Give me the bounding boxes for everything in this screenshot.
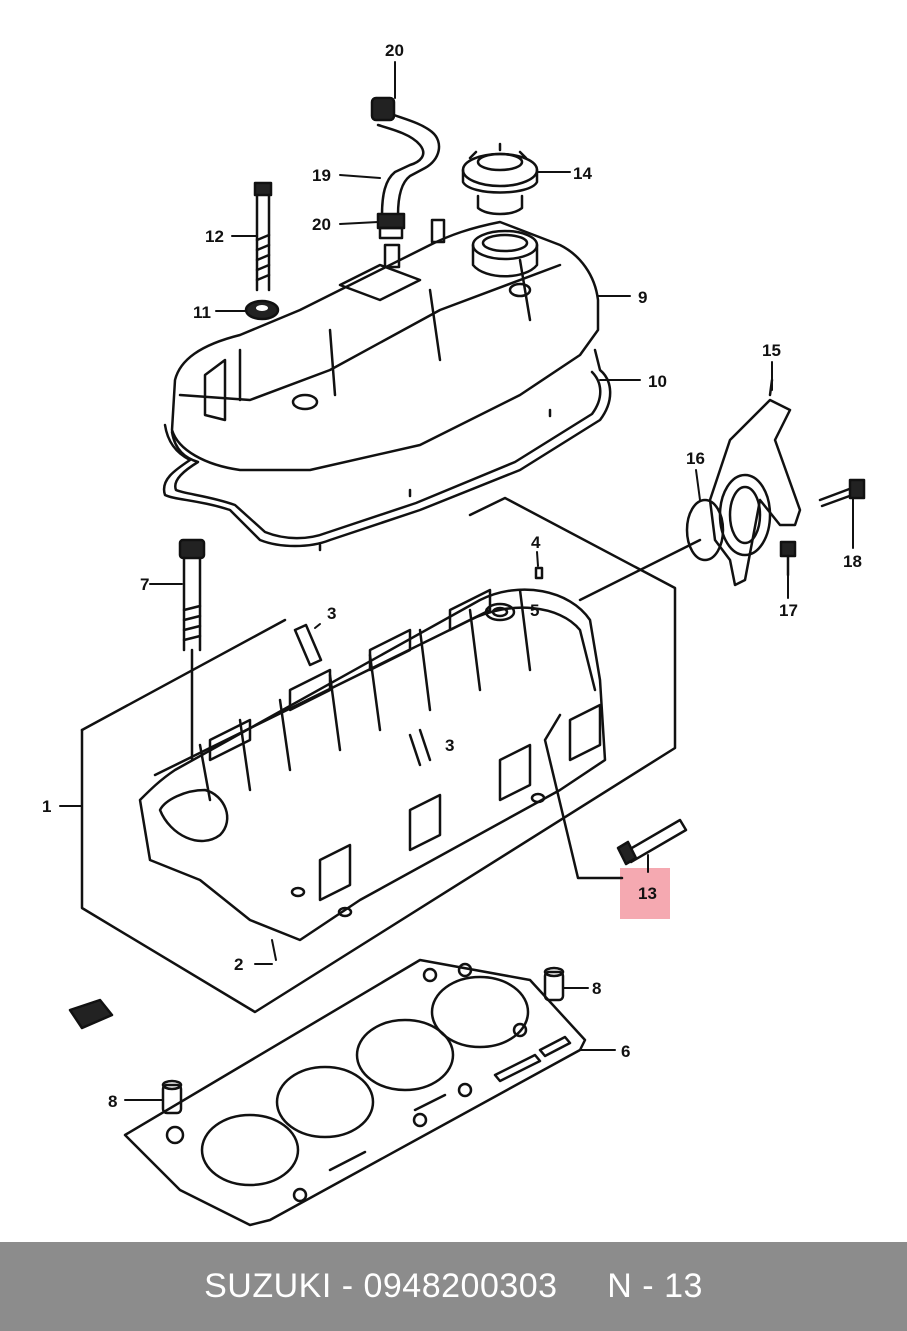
hose-clamp-bottom bbox=[376, 212, 406, 240]
bolt-17 bbox=[779, 540, 797, 577]
callout-14: 14 bbox=[573, 164, 592, 183]
part-number-caption: SUZUKI - 0948200303 N - 13 bbox=[204, 1267, 703, 1305]
callout-17: 17 bbox=[779, 601, 798, 620]
hose-clamp-top bbox=[370, 96, 396, 122]
callout-2: 2 bbox=[234, 955, 244, 974]
dowel-pin-right bbox=[543, 966, 565, 1002]
cylinder-head bbox=[138, 588, 607, 942]
callout-3-upper: 3 bbox=[327, 604, 337, 623]
callout-8-left: 8 bbox=[108, 1092, 118, 1111]
washer-11 bbox=[244, 299, 280, 321]
callout-4: 4 bbox=[531, 533, 541, 552]
plug-4 bbox=[534, 566, 544, 580]
callout-20-bottom: 20 bbox=[312, 215, 331, 234]
callout-16: 16 bbox=[686, 449, 705, 468]
cylinder-head-box bbox=[80, 496, 702, 1014]
exploded-view-drawing bbox=[59, 61, 866, 1227]
o-ring-16 bbox=[685, 498, 725, 562]
callout-3-lower: 3 bbox=[445, 736, 455, 755]
stud-upper bbox=[293, 623, 323, 667]
highlight-box-part-13 bbox=[620, 868, 670, 919]
callout-9: 9 bbox=[638, 288, 648, 307]
breather-hose bbox=[376, 110, 441, 227]
bolt-12 bbox=[253, 181, 273, 292]
small-part-loose bbox=[68, 998, 114, 1030]
callout-1: 1 bbox=[42, 797, 52, 816]
spark-plug bbox=[543, 713, 688, 880]
leader-lines bbox=[59, 61, 854, 1101]
callout-20-top: 20 bbox=[385, 41, 404, 60]
callout-8-right: 8 bbox=[592, 979, 602, 998]
parts-diagram: 20 19 20 14 12 11 9 10 15 16 18 17 7 4 5… bbox=[42, 41, 866, 1227]
callout-6: 6 bbox=[621, 1042, 631, 1061]
oil-filler-cap bbox=[461, 142, 539, 216]
stud-lower bbox=[408, 728, 432, 767]
callout-19: 19 bbox=[312, 166, 331, 185]
callout-5: 5 bbox=[530, 601, 540, 620]
callout-15: 15 bbox=[762, 341, 781, 360]
head-gasket bbox=[123, 958, 587, 1227]
cover-gasket bbox=[162, 348, 612, 552]
callout-7: 7 bbox=[140, 575, 150, 594]
seal-5 bbox=[484, 602, 516, 622]
bolt-18 bbox=[818, 478, 866, 508]
cylinder-head-cover bbox=[170, 218, 600, 472]
callout-11: 11 bbox=[193, 303, 211, 322]
callout-13: 13 bbox=[638, 884, 657, 903]
callout-12: 12 bbox=[205, 227, 224, 246]
callout-10: 10 bbox=[648, 372, 667, 391]
footer-bar: SUZUKI - 0948200303 N - 13 bbox=[0, 1242, 907, 1331]
head-bolt bbox=[178, 538, 206, 762]
callout-18: 18 bbox=[843, 552, 862, 571]
